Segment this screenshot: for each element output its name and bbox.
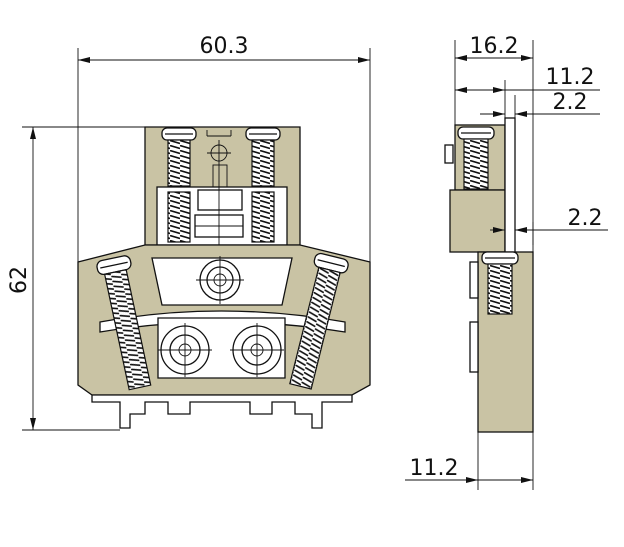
side-rail <box>504 117 516 259</box>
dimension-height: 62 <box>7 126 145 431</box>
upper-right-screw <box>245 127 281 243</box>
din-rail-foot <box>91 394 353 429</box>
side-view <box>444 117 534 433</box>
side-base-label: 11.2 <box>410 456 459 481</box>
side-gap-top-label: 2.2 <box>553 90 588 115</box>
dimension-side-gap-mid: 2.2 <box>490 206 608 245</box>
side-gap-mid-label: 2.2 <box>568 206 603 231</box>
front-view <box>77 126 371 429</box>
side-middle <box>449 189 506 253</box>
side-width-label: 16.2 <box>470 34 519 59</box>
dimension-side-width: 16.2 <box>454 34 534 252</box>
upper-left-screw <box>161 127 197 243</box>
lower-left-screw <box>96 255 152 391</box>
dimension-side-offset: 11.2 <box>455 65 600 118</box>
centre-block <box>151 257 293 306</box>
dimension-width: 60.3 <box>77 34 371 262</box>
dimension-side-base: 11.2 <box>405 432 534 490</box>
lower-right-screw <box>289 252 349 390</box>
dimension-side-gap-top: 2.2 <box>480 90 600 118</box>
side-top-screw <box>457 126 495 190</box>
width-label: 60.3 <box>200 34 249 59</box>
upper-slot <box>197 189 243 211</box>
lower-block <box>157 317 286 379</box>
side-offset-label: 11.2 <box>546 65 595 90</box>
side-lower-screw <box>481 251 519 315</box>
height-label: 62 <box>7 266 32 294</box>
